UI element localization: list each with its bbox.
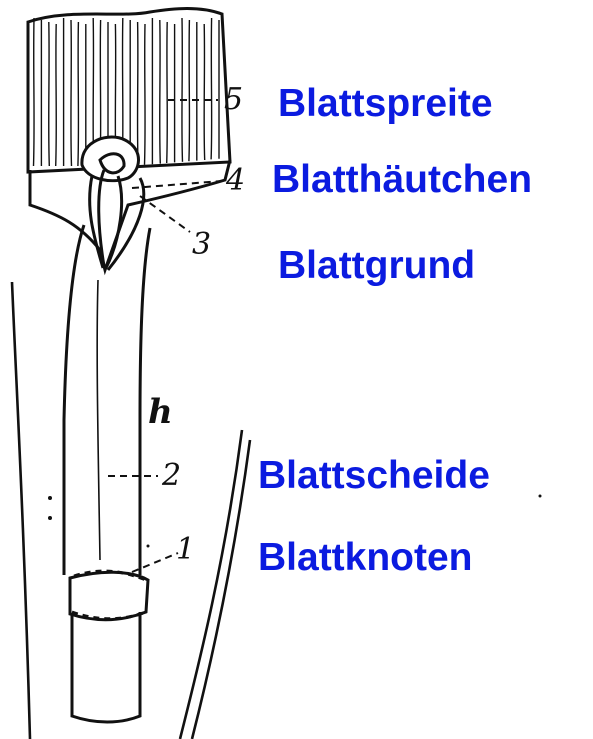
blade-vein [189,20,190,161]
label-blattspreite: Blattspreite [278,84,493,123]
leaf-sheath [64,225,150,575]
blade-vein [71,20,72,166]
blade-vein [211,18,212,159]
number-2: 2 [162,458,181,493]
blade-vein [145,24,146,165]
letter-h: h [148,392,173,432]
label-blattgrund: Blattgrund [278,246,475,285]
blade-vein [138,22,139,165]
stem [72,612,140,722]
number-1: 1 [176,532,195,567]
number-3: 3 [192,227,211,262]
number-5: 5 [224,82,243,117]
blade-vein [49,22,50,166]
blade-vein [56,24,57,166]
blade-vein [204,24,205,160]
blade-vein [78,22,79,166]
blade-vein [167,22,168,163]
label-blattknoten: Blattknoten [258,538,473,577]
blade-vein [160,20,161,164]
number-4: 4 [226,163,245,198]
outer-leaf-curves [12,282,250,739]
blade-vein [34,18,35,166]
leaf-node [70,571,148,620]
label-blatthaeutchen: Blatthäutchen [272,160,532,199]
blade-vein [182,18,183,162]
label-blattscheide: Blattscheide [258,456,490,495]
